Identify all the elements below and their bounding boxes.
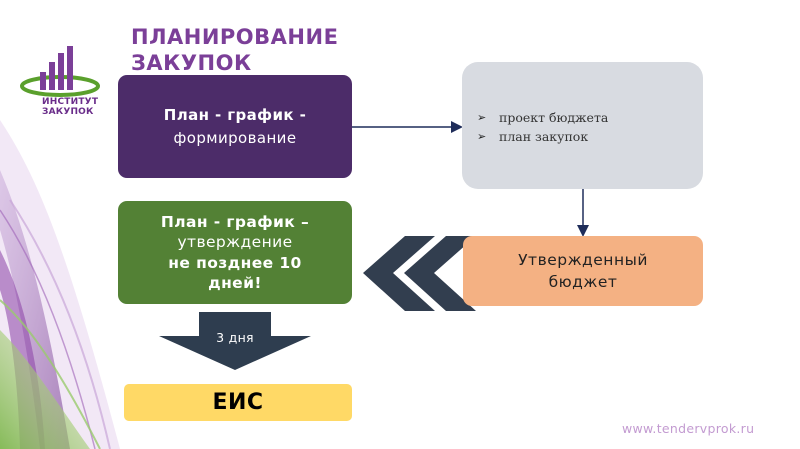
logo-text-line1: ИНСТИТУТ — [42, 97, 99, 107]
plan-box-line2: формирование — [173, 128, 297, 147]
approve-box-line2: утверждение — [177, 233, 293, 251]
list-item: ➢ план закупок — [477, 127, 608, 146]
approve-box-line1: План - график – — [160, 212, 310, 231]
chevron-left-outer-icon — [363, 236, 435, 311]
decorative-swoosh-background — [0, 120, 120, 449]
approved-budget-box: Утвержденный бюджет — [463, 236, 703, 306]
logo-text-line2: ЗАКУПОК — [42, 107, 94, 117]
plan-box-line1: План - график - — [163, 105, 307, 124]
budget-item-label: план закупок — [499, 129, 589, 144]
plan-schedule-approval-box: План - график – утверждение не позднее 1… — [118, 201, 352, 304]
arrow-bullet-icon: ➢ — [477, 130, 487, 143]
title-line-2: ЗАКУПОК — [131, 51, 252, 75]
budget-items-box: ➢ проект бюджета ➢ план закупок — [462, 62, 703, 189]
institute-logo: ИНСТИТУТ ЗАКУПОК — [8, 20, 108, 120]
logo-bars-icon — [20, 46, 100, 97]
approved-budget-line2: бюджет — [548, 273, 618, 291]
title-line-1: ПЛАНИРОВАНИЕ — [131, 25, 339, 49]
plan-schedule-formation-box: План - график - формирование — [118, 75, 352, 178]
approve-box-line3: не позднее 10 — [168, 253, 302, 272]
arrow-bullet-icon: ➢ — [477, 111, 487, 124]
footer-url: www.tendervprok.ru — [622, 421, 755, 436]
approved-budget-line1: Утвержденный — [518, 251, 648, 269]
page-title: ПЛАНИРОВАНИЕ ЗАКУПОК — [131, 24, 338, 76]
list-item: ➢ проект бюджета — [477, 108, 608, 127]
three-days-label: 3 дня — [216, 330, 254, 345]
eis-box: ЕИС — [124, 384, 352, 421]
approve-box-line4: дней! — [208, 274, 262, 292]
budget-list: ➢ проект бюджета ➢ план закупок — [477, 108, 608, 146]
budget-item-label: проект бюджета — [499, 110, 609, 125]
